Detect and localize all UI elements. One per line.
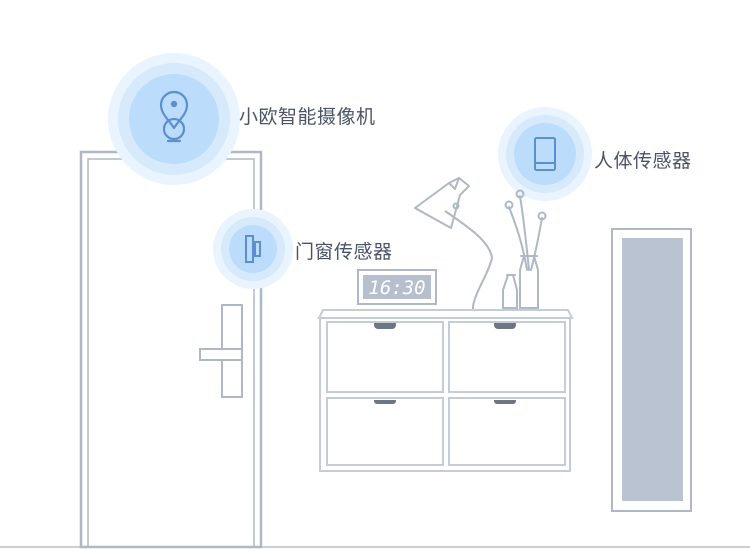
door bbox=[79, 150, 263, 549]
vases bbox=[502, 189, 547, 309]
door-window-sensor-label: 门窗传感器 bbox=[295, 241, 393, 263]
clock-time: 16:30 bbox=[368, 277, 425, 299]
cabinet bbox=[317, 309, 574, 472]
digital-clock bbox=[357, 269, 437, 305]
human-body-sensor-label: 人体传感器 bbox=[594, 150, 692, 172]
drawer-handles[interactable] bbox=[374, 323, 516, 404]
camera-sensor[interactable] bbox=[108, 53, 240, 185]
human-body-sensor[interactable] bbox=[498, 107, 592, 201]
desk-lamp bbox=[414, 177, 493, 310]
camera-label: 小欧智能摄像机 bbox=[239, 106, 376, 128]
door-sensor-icon bbox=[245, 235, 261, 263]
floor-mirror bbox=[611, 228, 692, 512]
door-handle[interactable] bbox=[199, 304, 243, 398]
door-window-sensor[interactable] bbox=[213, 209, 293, 289]
motion-sensor-icon bbox=[534, 137, 556, 171]
camera-icon bbox=[159, 90, 189, 143]
